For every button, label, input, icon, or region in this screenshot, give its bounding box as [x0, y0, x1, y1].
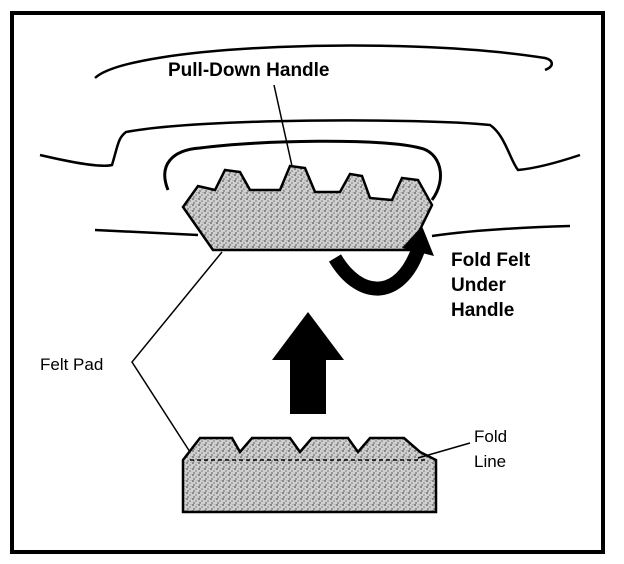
label-felt-pad: Felt Pad	[40, 355, 103, 374]
felt-pad-leader-lines	[131, 251, 223, 453]
fold-line-leader	[417, 442, 471, 459]
installed-felt-pad	[181, 164, 434, 252]
fold-arrow-head	[402, 226, 434, 256]
handle-leader-line	[273, 84, 293, 167]
roof-inner-line	[39, 119, 581, 172]
label-fold-felt-3: Handle	[451, 300, 514, 321]
flat-felt-pad	[181, 436, 438, 514]
label-fold-line-2: Line	[474, 452, 506, 471]
label-fold-felt-1: Fold Felt	[451, 250, 531, 271]
lower-contour-line	[94, 224, 571, 238]
roof-outline	[94, 44, 553, 79]
diagram-border	[10, 11, 605, 554]
label-fold-line-1: Fold	[474, 427, 507, 446]
fold-arrow-curve	[328, 247, 425, 296]
label-fold-felt-2: Under	[451, 275, 507, 296]
pull-down-handle	[163, 139, 442, 201]
label-pull-down-handle: Pull-Down Handle	[168, 60, 330, 81]
up-arrow	[272, 312, 344, 414]
